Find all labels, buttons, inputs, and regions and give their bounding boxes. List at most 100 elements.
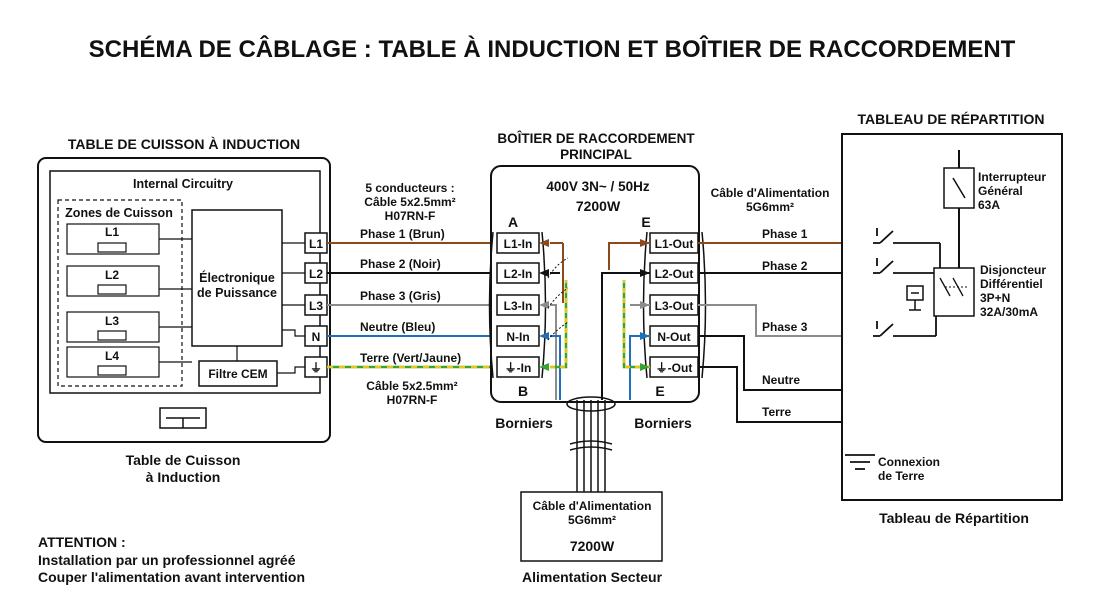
junction-terminal-label-l3-in: L3-In bbox=[504, 299, 533, 313]
zone-label-l2: L2 bbox=[105, 268, 119, 282]
junction-terminal-l1-out: L1-Out bbox=[649, 232, 699, 254]
mains-supply-caption: Alimentation Secteur bbox=[522, 569, 663, 585]
feed-cable-spec-2: 5G6mm² bbox=[746, 200, 794, 214]
main-switch bbox=[943, 150, 975, 268]
internal-bridge-phase2 bbox=[539, 269, 650, 400]
junction-terminal-l2-out: L2-Out bbox=[649, 262, 699, 284]
feed-wire-label-neutral: Neutre bbox=[762, 373, 800, 387]
junction-terminal-l3-out: L3-Out bbox=[649, 294, 699, 316]
hob-terminal-label-earth: ⏚ bbox=[310, 361, 322, 375]
terminal-block-label-b: B bbox=[518, 383, 528, 399]
hob-cable-spec-2: Câble 5x2.5mm² bbox=[364, 195, 455, 209]
hob-terminal-label-l1: L1 bbox=[309, 237, 323, 251]
junction-terminal-l1-in: L1-In bbox=[496, 232, 540, 254]
junction-terminal-label-earth-out: ⏚-Out bbox=[656, 361, 693, 375]
hob-terminal-n: N bbox=[304, 325, 328, 347]
hob-cable-spec-1: 5 conducteurs : bbox=[365, 181, 454, 195]
junction-terminal-label-earth-in: ⏚-In bbox=[505, 361, 532, 375]
junction-terminal-label-l1-out: L1-Out bbox=[655, 237, 694, 251]
wire-label-phase2: Phase 2 (Noir) bbox=[360, 257, 441, 271]
power-electronics-label-2: de Puissance bbox=[197, 286, 277, 300]
junction-terminal-earth-out: ⏚-Out bbox=[649, 356, 699, 378]
junction-terminal-n-in: N-In bbox=[496, 325, 540, 347]
warning-line-1: Installation par un professionnel agréé bbox=[38, 552, 296, 568]
heating-coil-l1 bbox=[97, 242, 127, 253]
hob-caption-1: Table de Cuisson bbox=[126, 452, 241, 468]
heating-coil-l2 bbox=[97, 284, 127, 295]
arrow-neutral-in bbox=[539, 332, 549, 340]
junction-terminal-label-l1-in: L1-In bbox=[504, 237, 533, 251]
wire-phase3-feed bbox=[698, 304, 873, 337]
feed-wire-label-phase3: Phase 3 bbox=[762, 320, 808, 334]
junction-terminal-label-l3-out: L3-Out bbox=[655, 299, 694, 313]
mains-supply-box bbox=[520, 491, 663, 562]
arrow-earth-in bbox=[539, 363, 549, 371]
rcd-label-2: Différentiel bbox=[980, 277, 1043, 291]
feed-cable-spec-1: Câble d'Alimentation bbox=[711, 186, 830, 200]
internal-bridge-phase3 bbox=[539, 301, 650, 400]
arrow-phase3-out bbox=[640, 301, 650, 309]
internal-jumper-arrows bbox=[547, 257, 569, 341]
junction-terminal-label-l2-in: L2-In bbox=[504, 267, 533, 281]
zone-label-l1: L1 bbox=[105, 225, 119, 239]
main-switch-label-2: Général bbox=[978, 184, 1023, 198]
panel-header: TABLEAU DE RÉPARTITION bbox=[858, 111, 1045, 127]
main-switch-label-3: 63A bbox=[978, 198, 1000, 212]
mains-cable-bundle bbox=[566, 396, 616, 492]
rcd-label-3: 3P+N bbox=[980, 291, 1010, 305]
hob-terminal-label-n: N bbox=[312, 330, 321, 344]
junction-terminal-earth-in: ⏚-In bbox=[496, 356, 540, 378]
terminal-block-label-e-bottom: E bbox=[655, 383, 664, 399]
emc-filter-label: Filtre CEM bbox=[208, 367, 267, 381]
junction-box-power: 7200W bbox=[576, 198, 621, 214]
electronics-to-terminal-wiring bbox=[277, 242, 305, 374]
zones-to-electronics-wiring bbox=[159, 238, 192, 363]
cooking-zones-label: Zones de Cuisson bbox=[65, 206, 173, 220]
hob-terminal-label-l2: L2 bbox=[309, 267, 323, 281]
wire-label-phase3: Phase 3 (Gris) bbox=[360, 289, 441, 303]
junction-box-rating: 400V 3N~ / 50Hz bbox=[546, 179, 649, 194]
cooking-zone-l2: L2 bbox=[66, 265, 160, 297]
arrow-phase2-in bbox=[539, 269, 549, 277]
junction-terminal-label-n-in: N-In bbox=[506, 330, 529, 344]
arrow-phase1-in bbox=[539, 239, 549, 247]
diagram-title: SCHÉMA DE CÂBLAGE : TABLE À INDUCTION ET… bbox=[89, 35, 1016, 63]
arrow-phase1-out bbox=[640, 239, 650, 247]
arrow-phase2-out bbox=[640, 269, 650, 277]
feed-wire-label-phase1: Phase 1 bbox=[762, 227, 808, 241]
terminal-block-label-a: A bbox=[508, 214, 518, 230]
hob-cable-bottom-1: Câble 5x2.5mm² bbox=[366, 379, 457, 393]
wire-label-earth: Terre (Vert/Jaune) bbox=[360, 351, 461, 365]
main-switch-label-1: Interrupteur bbox=[978, 170, 1046, 184]
borniers-label-left: Borniers bbox=[495, 415, 553, 431]
hob-terminal-l3: L3 bbox=[304, 294, 328, 316]
heating-coil-l3 bbox=[97, 330, 127, 341]
zone-label-l3: L3 bbox=[105, 314, 119, 328]
junction-box-outline bbox=[490, 165, 700, 403]
power-electronics-label-1: Électronique bbox=[199, 270, 275, 285]
emc-filter-box bbox=[198, 360, 278, 387]
arrow-neutral-out bbox=[640, 332, 650, 340]
hob-terminal-l1: L1 bbox=[304, 232, 328, 254]
zone-label-l4: L4 bbox=[105, 349, 119, 363]
internal-bridge-neutral bbox=[539, 332, 650, 400]
hob-caption-2: à Induction bbox=[146, 469, 221, 485]
hob-terminal-label-l3: L3 bbox=[309, 299, 323, 313]
panel-caption: Tableau de Répartition bbox=[879, 510, 1029, 526]
earth-connection-label-1: Connexion bbox=[878, 455, 940, 469]
rcd-label-1: Disjoncteur bbox=[980, 263, 1046, 277]
arrow-earth-out bbox=[640, 363, 650, 371]
internal-circuitry-label: Internal Circuitry bbox=[133, 177, 233, 191]
internal-bridge-earth bbox=[539, 280, 650, 371]
mains-power-label: 7200W bbox=[570, 538, 615, 554]
hob-cable-spec-3: H07RN-F bbox=[385, 209, 436, 223]
wire-label-neutral: Neutre (Bleu) bbox=[360, 320, 435, 334]
hob-control-panel bbox=[159, 407, 207, 429]
warning-line-2: Couper l'alimentation avant intervention bbox=[38, 569, 305, 585]
borniers-label-right: Borniers bbox=[634, 415, 692, 431]
hob-cable-bottom-2: H07RN-F bbox=[387, 393, 438, 407]
junction-box-header-1: BOÎTIER DE RACCORDEMENT bbox=[497, 131, 695, 146]
junction-terminal-l3-in: L3-In bbox=[496, 294, 540, 316]
